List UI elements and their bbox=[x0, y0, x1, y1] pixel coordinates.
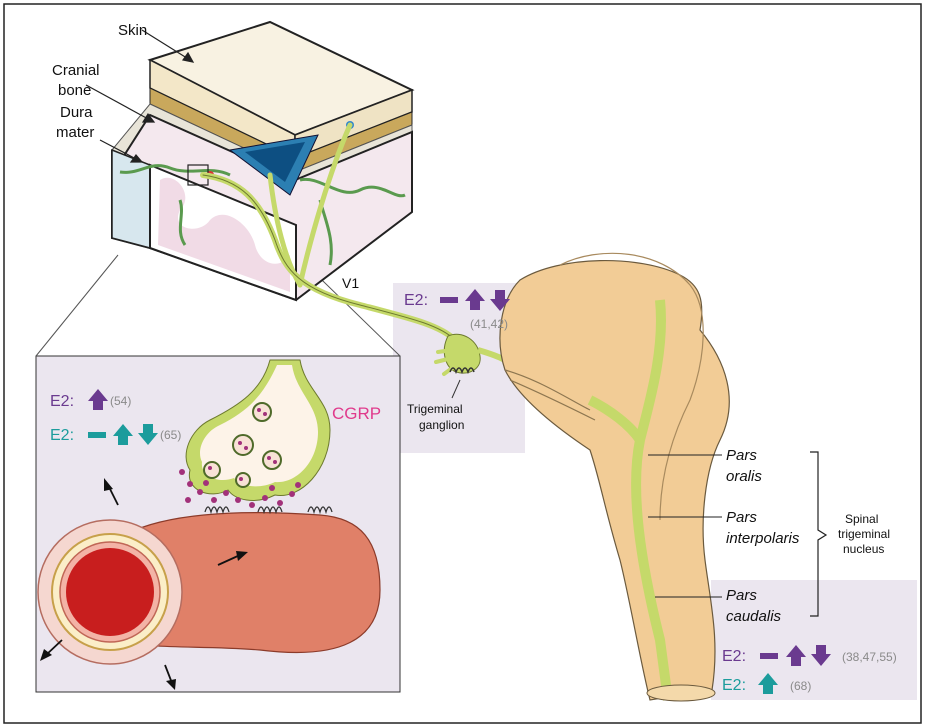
caudalis-e2-teal-ref: (68) bbox=[790, 679, 811, 693]
ganglion-e2-label: E2: bbox=[404, 291, 428, 310]
zoom-line-left bbox=[36, 255, 118, 356]
label-cgrp: CGRP bbox=[332, 404, 381, 424]
label-v1: V1 bbox=[342, 275, 359, 292]
vessel-e2-purple-ref: (54) bbox=[110, 394, 131, 408]
brainstem bbox=[500, 253, 729, 701]
caudalis-e2-teal-label: E2: bbox=[722, 676, 746, 695]
label-cranial-bone-2: bone bbox=[58, 82, 91, 100]
caudalis-e2-purple-label: E2: bbox=[722, 647, 746, 666]
label-pars-oralis-1: Pars bbox=[726, 447, 757, 465]
vessel-e2-teal-ref: (65) bbox=[160, 428, 181, 442]
label-cranial-bone-1: Cranial bbox=[52, 62, 100, 80]
label-trigeminal-ganglion-1: Trigeminal bbox=[407, 402, 463, 416]
label-trigeminal-ganglion-2: ganglion bbox=[419, 418, 464, 432]
head-section bbox=[112, 22, 412, 300]
label-spinal-3: nucleus bbox=[843, 542, 884, 556]
vessel-e2-purple-label: E2: bbox=[50, 392, 74, 411]
label-pars-interpolaris-2: interpolaris bbox=[726, 530, 799, 548]
label-dura-2: mater bbox=[56, 124, 94, 142]
label-spinal-1: Spinal bbox=[845, 512, 878, 526]
label-dura-1: Dura bbox=[60, 104, 93, 122]
vessel-e2-teal-label: E2: bbox=[50, 426, 74, 445]
label-skin: Skin bbox=[118, 22, 147, 40]
label-pars-oralis-2: oralis bbox=[726, 468, 762, 486]
label-pars-interpolaris-1: Pars bbox=[726, 509, 757, 527]
ganglion-e2-ref: (41,42) bbox=[470, 317, 508, 331]
label-pars-caudalis-1: Pars bbox=[726, 587, 757, 605]
label-pars-caudalis-2: caudalis bbox=[726, 608, 781, 626]
caudalis-e2-purple-ref: (38,47,55) bbox=[842, 650, 897, 664]
label-spinal-2: trigeminal bbox=[838, 527, 890, 541]
